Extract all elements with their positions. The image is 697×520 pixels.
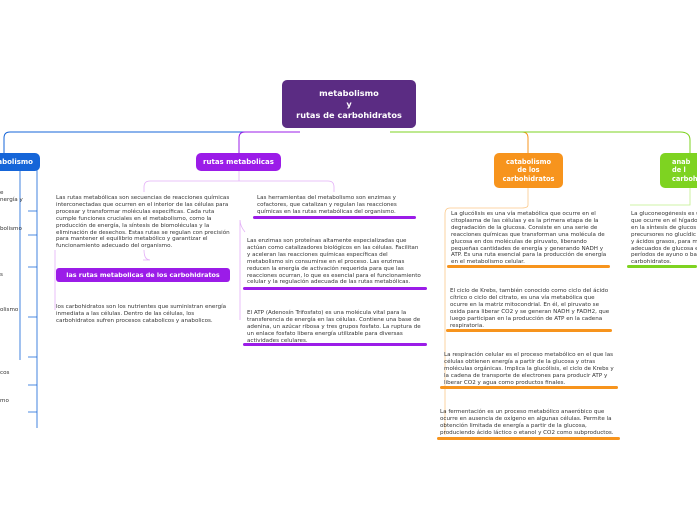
herramientas-text: Las herramientas del metabolismo son enz… <box>257 195 397 215</box>
connector-root-anabolismo <box>390 131 691 154</box>
rutas-definition-text: Las rutas metabólicas son secuencias de … <box>56 195 230 250</box>
herramientas-underline <box>253 216 416 219</box>
branch-node-rutas-metabolicas[interactable]: rutas metabolicas <box>196 153 281 171</box>
left-fragment: bolismo <box>0 226 22 232</box>
branch-node-catabolismo-left[interactable]: atabolismo <box>0 153 40 171</box>
branch-node-anabolismo-carbohidratos[interactable]: anab de l carboh <box>660 153 697 188</box>
connector-root-left <box>3 131 300 155</box>
krebs-underline <box>446 329 612 332</box>
left-fragment: olismo <box>0 307 19 313</box>
connector-rutas-tree <box>54 171 335 320</box>
gluconeogenesis-text: La gluconeogénesis es u que ocurre en el… <box>631 211 697 266</box>
respiracion-underline <box>440 386 618 389</box>
fermentacion-underline <box>437 437 620 440</box>
carbohidratos-text: los carbohidratos son los nutrientes que… <box>56 304 227 324</box>
left-fragment: e <box>0 190 4 196</box>
connector-anabolismo-tree <box>630 188 691 206</box>
left-fragment: nergía y <box>0 197 23 203</box>
enzimas-text: Las enzimas son proteínas altamente espe… <box>247 238 421 286</box>
atp-text: El ATP (Adenosín Trifosfato) es una molé… <box>247 310 421 344</box>
gluconeogenesis-underline <box>627 265 697 268</box>
connector-catabolismo-tree <box>444 188 529 435</box>
connector-root-catabolismo <box>390 131 529 154</box>
respiracion-text: La respiración celular es el proceso met… <box>444 352 614 386</box>
connector-root-rutas <box>238 131 300 154</box>
left-fragment: mo <box>0 398 9 404</box>
branch-node-catabolismo-carbohidratos[interactable]: catabolismo de los carbohidratos <box>494 153 563 188</box>
left-fragment: s <box>0 272 3 278</box>
krebs-text: El ciclo de Krebs, también conocido como… <box>450 288 610 329</box>
connector-left-tree <box>19 170 38 428</box>
root-node[interactable]: metabolismo y rutas de carbohidratos <box>282 80 416 128</box>
glucolisis-text: La glucólisis es una vía metabólica que … <box>451 211 607 266</box>
fermentacion-text: La fermentación es un proceso metabólico… <box>440 409 614 436</box>
atp-underline <box>243 343 427 346</box>
left-fragment: cos <box>0 370 10 376</box>
subnode-rutas-carbohidratos[interactable]: las rutas metabolicas de los carbohidrat… <box>56 268 230 282</box>
enzimas-underline <box>243 287 427 290</box>
glucolisis-underline <box>447 265 610 268</box>
